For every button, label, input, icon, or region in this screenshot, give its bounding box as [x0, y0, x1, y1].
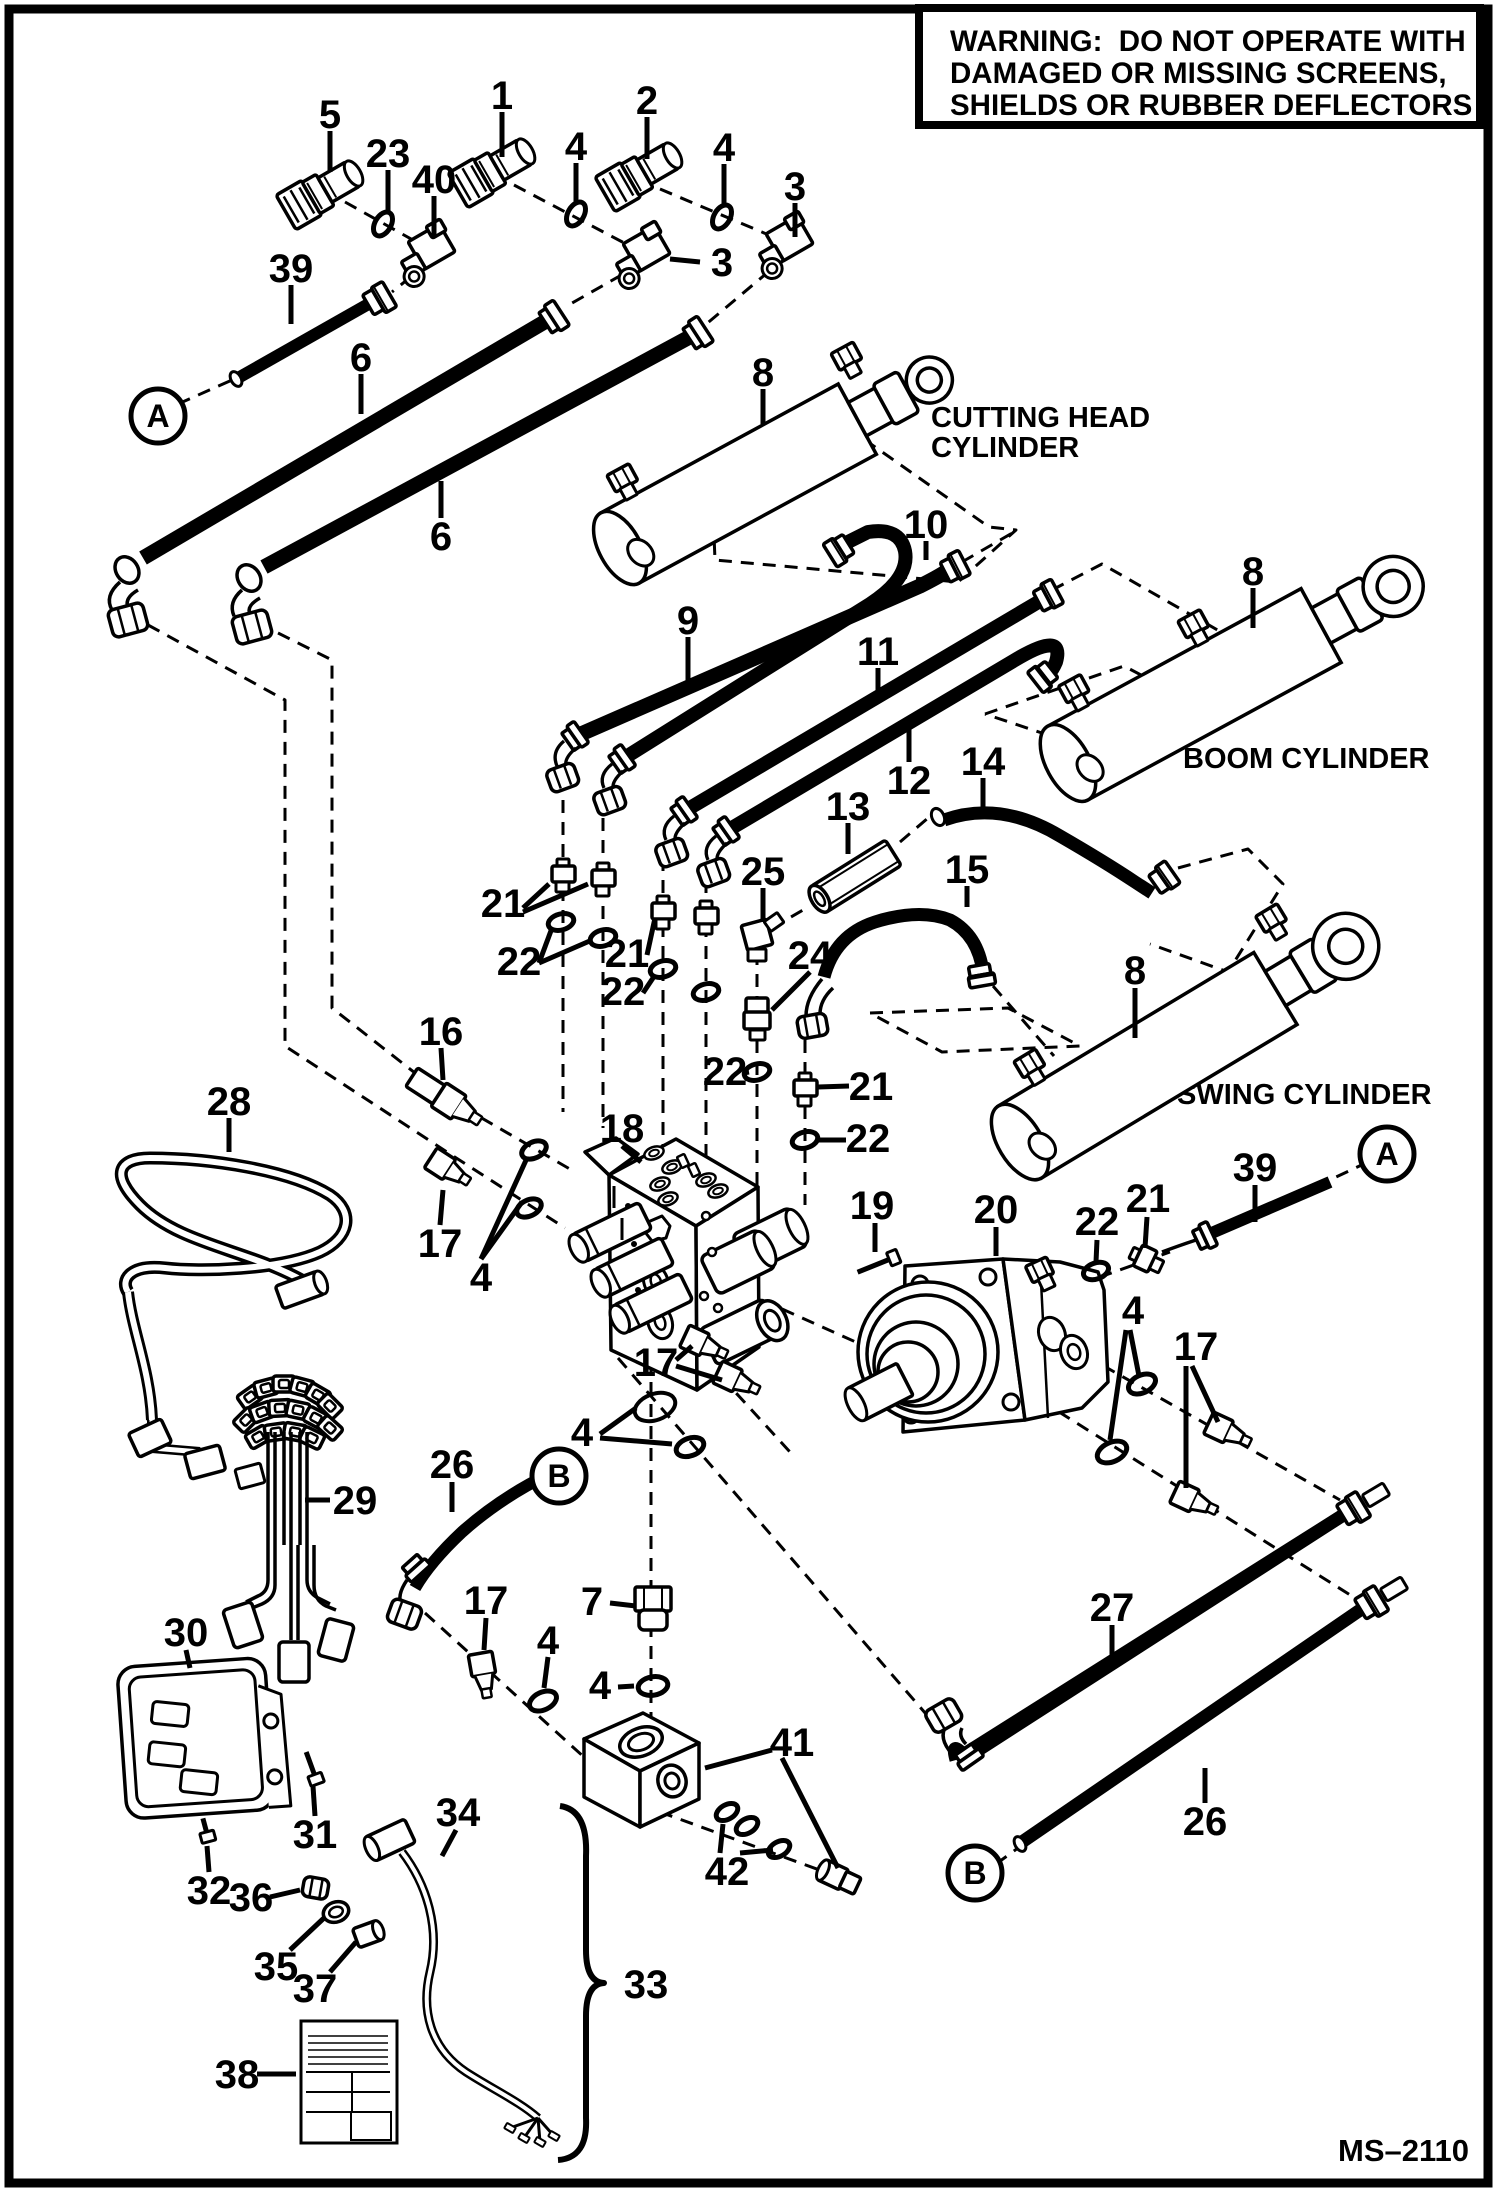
- svg-text:B: B: [547, 1458, 570, 1494]
- svg-text:SWING CYLINDER: SWING CYLINDER: [1177, 1079, 1432, 1111]
- svg-text:24: 24: [788, 934, 833, 978]
- svg-text:33: 33: [624, 1963, 669, 2007]
- svg-text:22: 22: [1075, 1200, 1120, 1244]
- svg-text:27: 27: [1090, 1586, 1135, 1630]
- svg-text:WARNING: DO NOT OPERATE WITH: WARNING: DO NOT OPERATE WITH: [950, 25, 1466, 58]
- svg-text:14: 14: [961, 740, 1006, 784]
- svg-text:18: 18: [600, 1107, 645, 1151]
- svg-text:8: 8: [752, 351, 774, 395]
- svg-text:22: 22: [601, 970, 646, 1014]
- svg-text:4: 4: [565, 125, 588, 169]
- svg-text:BOOM CYLINDER: BOOM CYLINDER: [1183, 743, 1430, 775]
- svg-text:35: 35: [254, 1945, 299, 1989]
- svg-text:5: 5: [319, 93, 341, 137]
- svg-text:4: 4: [589, 1664, 612, 1708]
- svg-text:4: 4: [571, 1411, 594, 1455]
- svg-text:13: 13: [826, 785, 871, 829]
- svg-text:22: 22: [846, 1117, 891, 1161]
- svg-text:17: 17: [418, 1222, 463, 1266]
- svg-text:12: 12: [887, 759, 932, 803]
- svg-text:31: 31: [293, 1813, 338, 1857]
- svg-text:11: 11: [857, 630, 899, 674]
- svg-text:6: 6: [350, 336, 372, 380]
- svg-text:A: A: [146, 398, 169, 434]
- svg-text:41: 41: [770, 1721, 815, 1765]
- svg-text:2: 2: [636, 79, 658, 123]
- svg-text:MS–2110: MS–2110: [1338, 2133, 1469, 2168]
- svg-text:22: 22: [703, 1050, 748, 1094]
- svg-text:3: 3: [711, 241, 733, 285]
- svg-text:32: 32: [187, 1869, 232, 1913]
- svg-text:19: 19: [850, 1184, 895, 1228]
- svg-text:20: 20: [974, 1188, 1019, 1232]
- svg-text:17: 17: [634, 1341, 679, 1385]
- svg-text:DAMAGED OR MISSING SCREENS,: DAMAGED OR MISSING SCREENS,: [950, 57, 1447, 90]
- svg-text:B: B: [963, 1855, 986, 1891]
- svg-text:26: 26: [1183, 1800, 1228, 1844]
- svg-text:21: 21: [849, 1065, 894, 1109]
- svg-text:4: 4: [470, 1256, 493, 1300]
- svg-text:38: 38: [215, 2053, 260, 2097]
- svg-text:28: 28: [207, 1080, 252, 1124]
- svg-text:22: 22: [497, 940, 542, 984]
- svg-text:4: 4: [1122, 1289, 1145, 1333]
- svg-text:21: 21: [1126, 1177, 1171, 1221]
- svg-text:8: 8: [1124, 949, 1146, 993]
- svg-text:17: 17: [464, 1579, 509, 1623]
- svg-text:25: 25: [741, 850, 786, 894]
- svg-text:CUTTING HEAD: CUTTING HEAD: [931, 402, 1150, 434]
- svg-text:34: 34: [436, 1791, 481, 1835]
- svg-text:3: 3: [784, 165, 806, 209]
- svg-text:9: 9: [677, 599, 699, 643]
- svg-text:A: A: [1375, 1136, 1398, 1172]
- svg-text:39: 39: [1233, 1146, 1278, 1190]
- svg-text:29: 29: [333, 1479, 378, 1523]
- svg-text:6: 6: [430, 515, 452, 559]
- svg-text:23: 23: [366, 132, 411, 176]
- svg-text:40: 40: [412, 158, 457, 202]
- svg-text:10: 10: [904, 503, 949, 547]
- svg-text:1: 1: [491, 74, 513, 118]
- svg-text:15: 15: [945, 848, 990, 892]
- svg-text:26: 26: [430, 1443, 475, 1487]
- svg-text:SHIELDS OR RUBBER DEFLECTORS: SHIELDS OR RUBBER DEFLECTORS: [950, 89, 1472, 122]
- svg-text:8: 8: [1242, 550, 1264, 594]
- svg-text:4: 4: [537, 1619, 560, 1663]
- svg-text:39: 39: [269, 247, 314, 291]
- svg-text:30: 30: [164, 1611, 209, 1655]
- svg-text:16: 16: [419, 1010, 464, 1054]
- svg-text:CYLINDER: CYLINDER: [931, 432, 1079, 464]
- svg-text:17: 17: [1174, 1325, 1219, 1369]
- svg-text:7: 7: [581, 1580, 603, 1624]
- svg-text:21: 21: [605, 932, 650, 976]
- svg-text:21: 21: [481, 882, 526, 926]
- svg-text:42: 42: [705, 1850, 750, 1894]
- svg-text:36: 36: [229, 1876, 274, 1920]
- svg-text:4: 4: [713, 126, 736, 170]
- svg-text:37: 37: [293, 1967, 338, 2011]
